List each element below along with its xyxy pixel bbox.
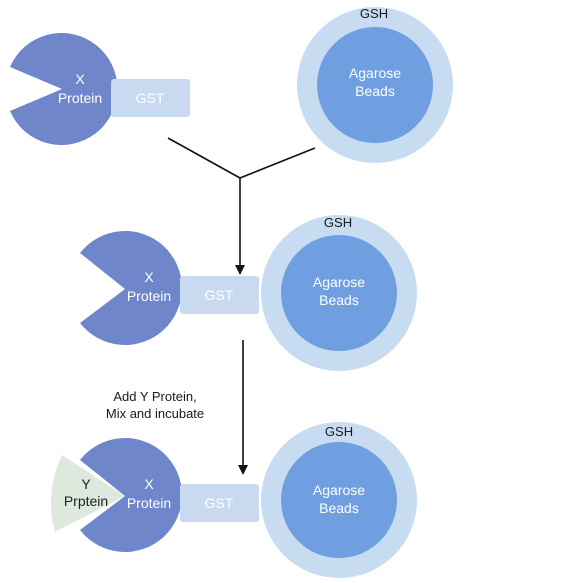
bead-label-line2: Beads <box>319 292 359 308</box>
gst-label: GST <box>205 287 234 303</box>
x-protein-label-line2: Protein <box>127 288 171 304</box>
gst-tag <box>111 79 190 117</box>
merge-line-right <box>239 147 316 179</box>
x-protein-label-line1: X <box>144 476 154 492</box>
gst-tag <box>180 276 259 314</box>
gst-label: GST <box>136 90 165 106</box>
x-protein-shape <box>80 437 182 552</box>
agarose-bead-core <box>281 235 397 351</box>
x-protein-label-line1: X <box>75 71 85 87</box>
incubation-step: Add Y Protein, Mix and incubate <box>106 340 248 475</box>
x-protein-label-line1: X <box>144 269 154 285</box>
bead-label-line2: Beads <box>319 500 359 516</box>
bead-label-line1: Agarose <box>349 65 401 81</box>
x-protein-shape <box>80 230 182 345</box>
gst-label: GST <box>205 495 234 511</box>
gst-tag <box>180 484 259 522</box>
x-protein-shape <box>10 33 118 146</box>
x-protein-label-line2: Protein <box>127 495 171 511</box>
step-instruction-line1: Add Y Protein, <box>113 389 196 404</box>
bead-label-line2: Beads <box>355 83 395 99</box>
x-protein-label-line2: Protein <box>58 90 102 106</box>
panel-1: X Protein GST GSH Agarose Beads <box>10 6 453 163</box>
gsh-label: GSH <box>360 6 388 21</box>
bead-label-line1: Agarose <box>313 482 365 498</box>
y-protein-label-line2: Prptein <box>64 493 108 509</box>
step-instruction-line2: Mix and incubate <box>106 406 204 421</box>
agarose-bead-core <box>317 27 433 143</box>
agarose-bead-core <box>281 442 397 558</box>
gsh-label: GSH <box>324 215 352 230</box>
merge-line-left <box>167 137 241 179</box>
y-protein-shape <box>50 455 125 532</box>
merge-connector <box>167 137 316 275</box>
gsh-label: GSH <box>325 424 353 439</box>
y-protein-label-line1: Y <box>81 476 91 492</box>
panel-3: Y Prptein X Protein GST GSH Agarose Bead… <box>50 422 417 578</box>
bead-label-line1: Agarose <box>313 274 365 290</box>
panel-2: X Protein GST GSH Agarose Beads <box>80 215 417 371</box>
